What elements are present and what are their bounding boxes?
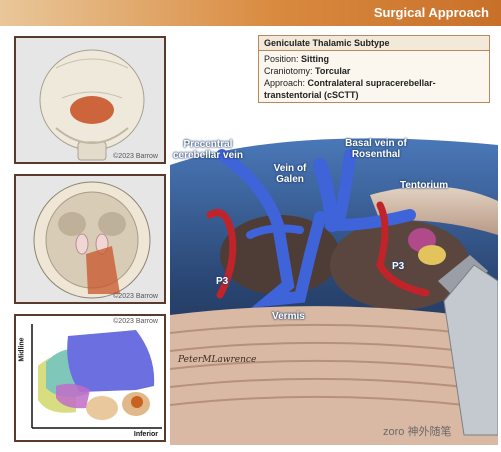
position-label: Position:	[264, 54, 299, 64]
position-value: Sitting	[301, 54, 330, 64]
source-watermark: zoro 神外随笔	[383, 426, 452, 438]
cerebellum	[170, 306, 498, 445]
label-p3-left: P3	[216, 276, 229, 287]
header-bar: Surgical Approach	[0, 0, 501, 26]
label-tentorium: Tentorium	[400, 180, 449, 191]
label-p3-right: P3	[392, 261, 405, 272]
brain-axis-vertical: Midline	[18, 337, 26, 362]
subtype-info-box: Geniculate Thalamic Subtype Position: Si…	[258, 35, 490, 103]
label-vein-of-galen: Vein of Galen	[273, 163, 307, 185]
skull-panel: ©2023 Barrow	[14, 36, 166, 164]
retractor-instrument	[443, 264, 498, 436]
skull-illustration	[39, 49, 145, 161]
brain-axis-horizontal: Inferior	[133, 431, 158, 438]
skull-base-illustration	[33, 181, 151, 299]
skull-base-copyright: ©2023 Barrow	[113, 293, 158, 300]
p3-artery-left	[206, 209, 237, 299]
brain-illustration	[31, 324, 162, 429]
header-title: Surgical Approach	[373, 5, 489, 20]
surgical-field-illustration	[170, 138, 498, 445]
vein-branch	[246, 224, 304, 239]
precentral-vein	[216, 149, 326, 308]
craniotomy-value: Torcular	[315, 66, 351, 76]
tentorium-shape	[370, 186, 498, 235]
label-vermis: Vermis	[272, 311, 305, 322]
approach-value: Contralateral supracerebellar-transtento…	[264, 78, 436, 100]
approach-label: Approach:	[264, 78, 306, 88]
vein-of-galen	[313, 158, 339, 232]
artist-signature: PeterMLawrence	[178, 355, 257, 365]
info-box-title: Geniculate Thalamic Subtype	[259, 36, 489, 51]
p3-artery-right	[376, 201, 430, 297]
skull-base-panel: ©2023 Barrow	[14, 174, 166, 304]
craniotomy-label: Craniotomy:	[264, 66, 313, 76]
brain-copyright: ©2023 Barrow	[113, 318, 158, 325]
skull-copyright: ©2023 Barrow	[113, 153, 158, 160]
brain-panel: Midline Inferior ©2023 Barrow	[14, 314, 166, 442]
lesion-border	[418, 245, 446, 265]
label-precentral-vein: Precentral cerebellar vein	[172, 139, 244, 161]
label-basal-vein: Basal vein of Rosenthal	[345, 138, 407, 160]
